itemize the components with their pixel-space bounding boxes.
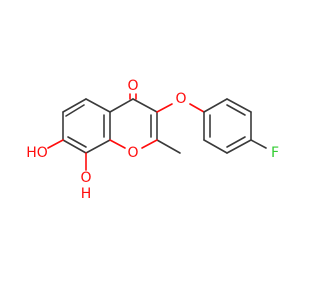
bond-c4p-c5p [226, 139, 252, 154]
ring-oxygen-label: O [127, 145, 138, 161]
bond-c7-oh [47, 139, 64, 149]
hydroxyl-8-oxygen-label: O [80, 170, 91, 186]
bonds-group [47, 93, 267, 171]
carbonyl-oxygen-label: O [127, 78, 138, 94]
ether-oxygen-label: O [175, 91, 186, 107]
hydroxyl-8-hydrogen-label: H [81, 186, 92, 202]
bond-c5-c6-inner [65, 104, 85, 117]
bond-c4a-c5 [85, 98, 111, 113]
bond-c7-c8 [62, 139, 87, 154]
bond-c7-c8-inner [67, 136, 87, 148]
bond-c2p-c3p-inner [226, 104, 246, 116]
bond-oether-c1p [189, 103, 205, 113]
bond-c2p-c3p [226, 98, 252, 113]
bond-o1-c2 [141, 139, 158, 149]
bond-c5-c6 [62, 98, 87, 113]
molecule-canvas: O O O HO O H F [26, 78, 280, 202]
bond-c4-c4a [109, 98, 134, 113]
bond-c4p-f [250, 139, 267, 149]
bond-c3-oether [156, 103, 173, 113]
bond-c2-methyl [156, 139, 181, 154]
molecule-structure: O O O HO O H F [26, 78, 279, 202]
bond-c5p-c6p [203, 139, 228, 154]
bond-c1p-c2p [203, 98, 228, 113]
bond-c8a-o1 [109, 139, 126, 149]
bond-c4-c3 [132, 98, 158, 113]
bond-c4p-c5p-inner [226, 136, 246, 148]
fluorine-label: F [271, 145, 279, 161]
hydroxyl-7-label: HO [26, 145, 48, 161]
atom-labels-group: O O O HO O H F [26, 78, 279, 202]
bond-c8-c8a [85, 139, 111, 154]
